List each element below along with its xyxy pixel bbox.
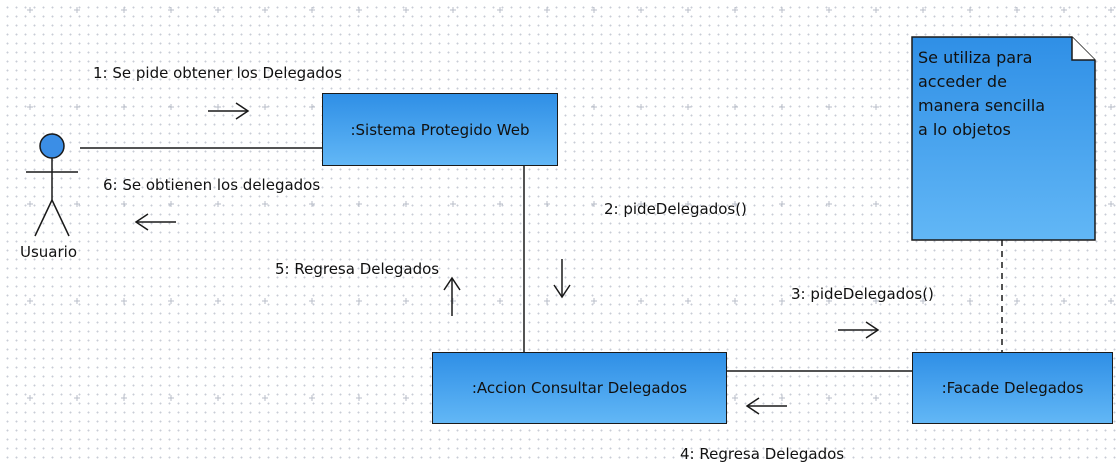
object-accion-consultar-delegados[interactable]: :Accion Consultar Delegados	[432, 352, 727, 424]
arrow-left-message-6	[134, 213, 176, 231]
actor-leg-right	[51, 199, 70, 237]
actor-leg-left	[34, 199, 53, 237]
arrow-up-message-5	[443, 276, 461, 316]
message-label-1: 1: Se pide obtener los Delegados	[93, 64, 342, 82]
arrow-left-message-4	[745, 397, 787, 415]
actor-name: Usuario	[20, 243, 78, 261]
actor-head	[39, 133, 65, 159]
arrow-right-message-3	[838, 321, 880, 339]
object-sistema-protegido-web[interactable]: :Sistema Protegido Web	[322, 93, 558, 166]
message-label-6: 6: Se obtienen los delegados	[103, 176, 321, 194]
note-text: Se utiliza para acceder de manera sencil…	[918, 48, 1046, 139]
actor-figure[interactable]	[26, 133, 78, 237]
object-facade-delegados[interactable]: :Facade Delegados	[912, 352, 1113, 424]
message-label-3: 3: pideDelegados()	[791, 285, 934, 303]
message-label-4: 4: Regresa Delegados	[680, 445, 845, 463]
arrow-right-message-1	[208, 102, 250, 120]
message-label-2: 2: pideDelegados()	[604, 200, 747, 218]
message-label-5: 5: Regresa Delegados	[275, 260, 440, 278]
note-shape[interactable]	[911, 36, 1096, 241]
arrow-down-message-2	[553, 259, 571, 299]
